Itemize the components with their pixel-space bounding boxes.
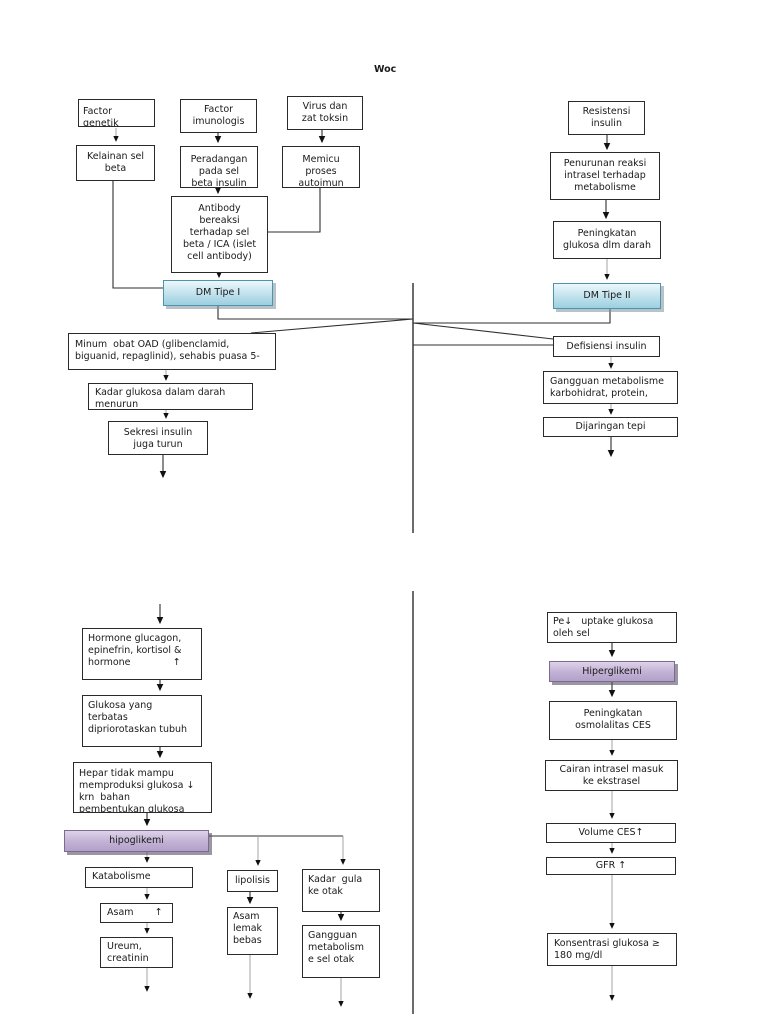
node-kadar-glukosa-menurun: Kadar glukosa dalam darah menurun (88, 383, 253, 410)
node-konsentrasi-glukosa: Konsentrasi glukosa ≥ 180 mg/dl (547, 933, 677, 966)
node-cairan-intrasel: Cairan intrasel masuk ke ekstrasel (545, 760, 678, 791)
page-title: Woc (374, 64, 397, 75)
node-asam: Asam ↑ (100, 903, 173, 923)
node-defisiensi-insulin: Defisiensi insulin (553, 336, 660, 357)
node-ureum-creatinin: Ureum, creatinin (100, 937, 173, 968)
node-virus-toksin: Virus dan zat toksin (287, 96, 363, 130)
node-memicu-autoimun: Memicu proses autoimun (282, 146, 360, 188)
node-gangguan-sel-otak: Gangguan metabolism e sel otak (302, 925, 380, 978)
node-asam-lemak-bebas: Asam lemak bebas (227, 907, 278, 955)
node-gfr: GFR ↑ (546, 857, 676, 875)
node-gangguan-metabolisme: Gangguan metabolisme karbohidrat, protei… (543, 371, 678, 404)
node-glukosa-terbatas: Glukosa yang terbatas dipriorotaskan tub… (82, 695, 202, 747)
node-peningkatan-glukosa: Peningkatan glukosa dlm darah (553, 221, 661, 259)
node-dm-tipe-2: DM Tipe II (553, 283, 661, 309)
node-minum-oad: Minum obat OAD (glibenclamid, biguanid, … (68, 333, 276, 370)
node-factor-genetik: Factor genetik (78, 99, 155, 127)
node-sekresi-insulin: Sekresi insulin juga turun (108, 421, 208, 455)
node-hiperglikemi: Hiperglikemi (549, 661, 675, 682)
node-hormone-glucagon: Hormone glucagon, epinefrin, kortisol & … (82, 628, 202, 680)
node-kelainan-sel-beta: Kelainan sel beta (76, 145, 155, 181)
node-peningkatan-osmolalitas: Peningkatan osmolalitas CES (549, 701, 677, 740)
node-volume-ces: Volume CES↑ (546, 823, 676, 843)
node-hepar: Hepar tidak mampu memproduksi glukosa ↓ … (73, 762, 212, 813)
node-kadar-gula-otak: Kadar gula ke otak (302, 869, 380, 912)
node-pe-uptake: Pe↓ uptake glukosa oleh sel (547, 612, 677, 643)
node-peradangan: Peradangan pada sel beta insulin (180, 146, 258, 188)
node-resistensi-insulin: Resistensi insulin (568, 101, 645, 135)
node-dm-tipe-1: DM Tipe I (163, 280, 273, 306)
node-lipolisis: lipolisis (227, 870, 278, 892)
node-antibody: Antibody bereaksi terhadap sel beta / IC… (171, 196, 268, 273)
node-penurunan-reaksi: Penurunan reaksi intrasel terhadap metab… (550, 152, 660, 200)
node-factor-imunologis: Factor imunologis (180, 99, 257, 133)
node-dijaringan-tepi: Dijaringan tepi (543, 417, 678, 437)
node-katabolisme: Katabolisme (85, 867, 193, 888)
node-hipoglikemi: hipoglikemi (64, 830, 209, 852)
